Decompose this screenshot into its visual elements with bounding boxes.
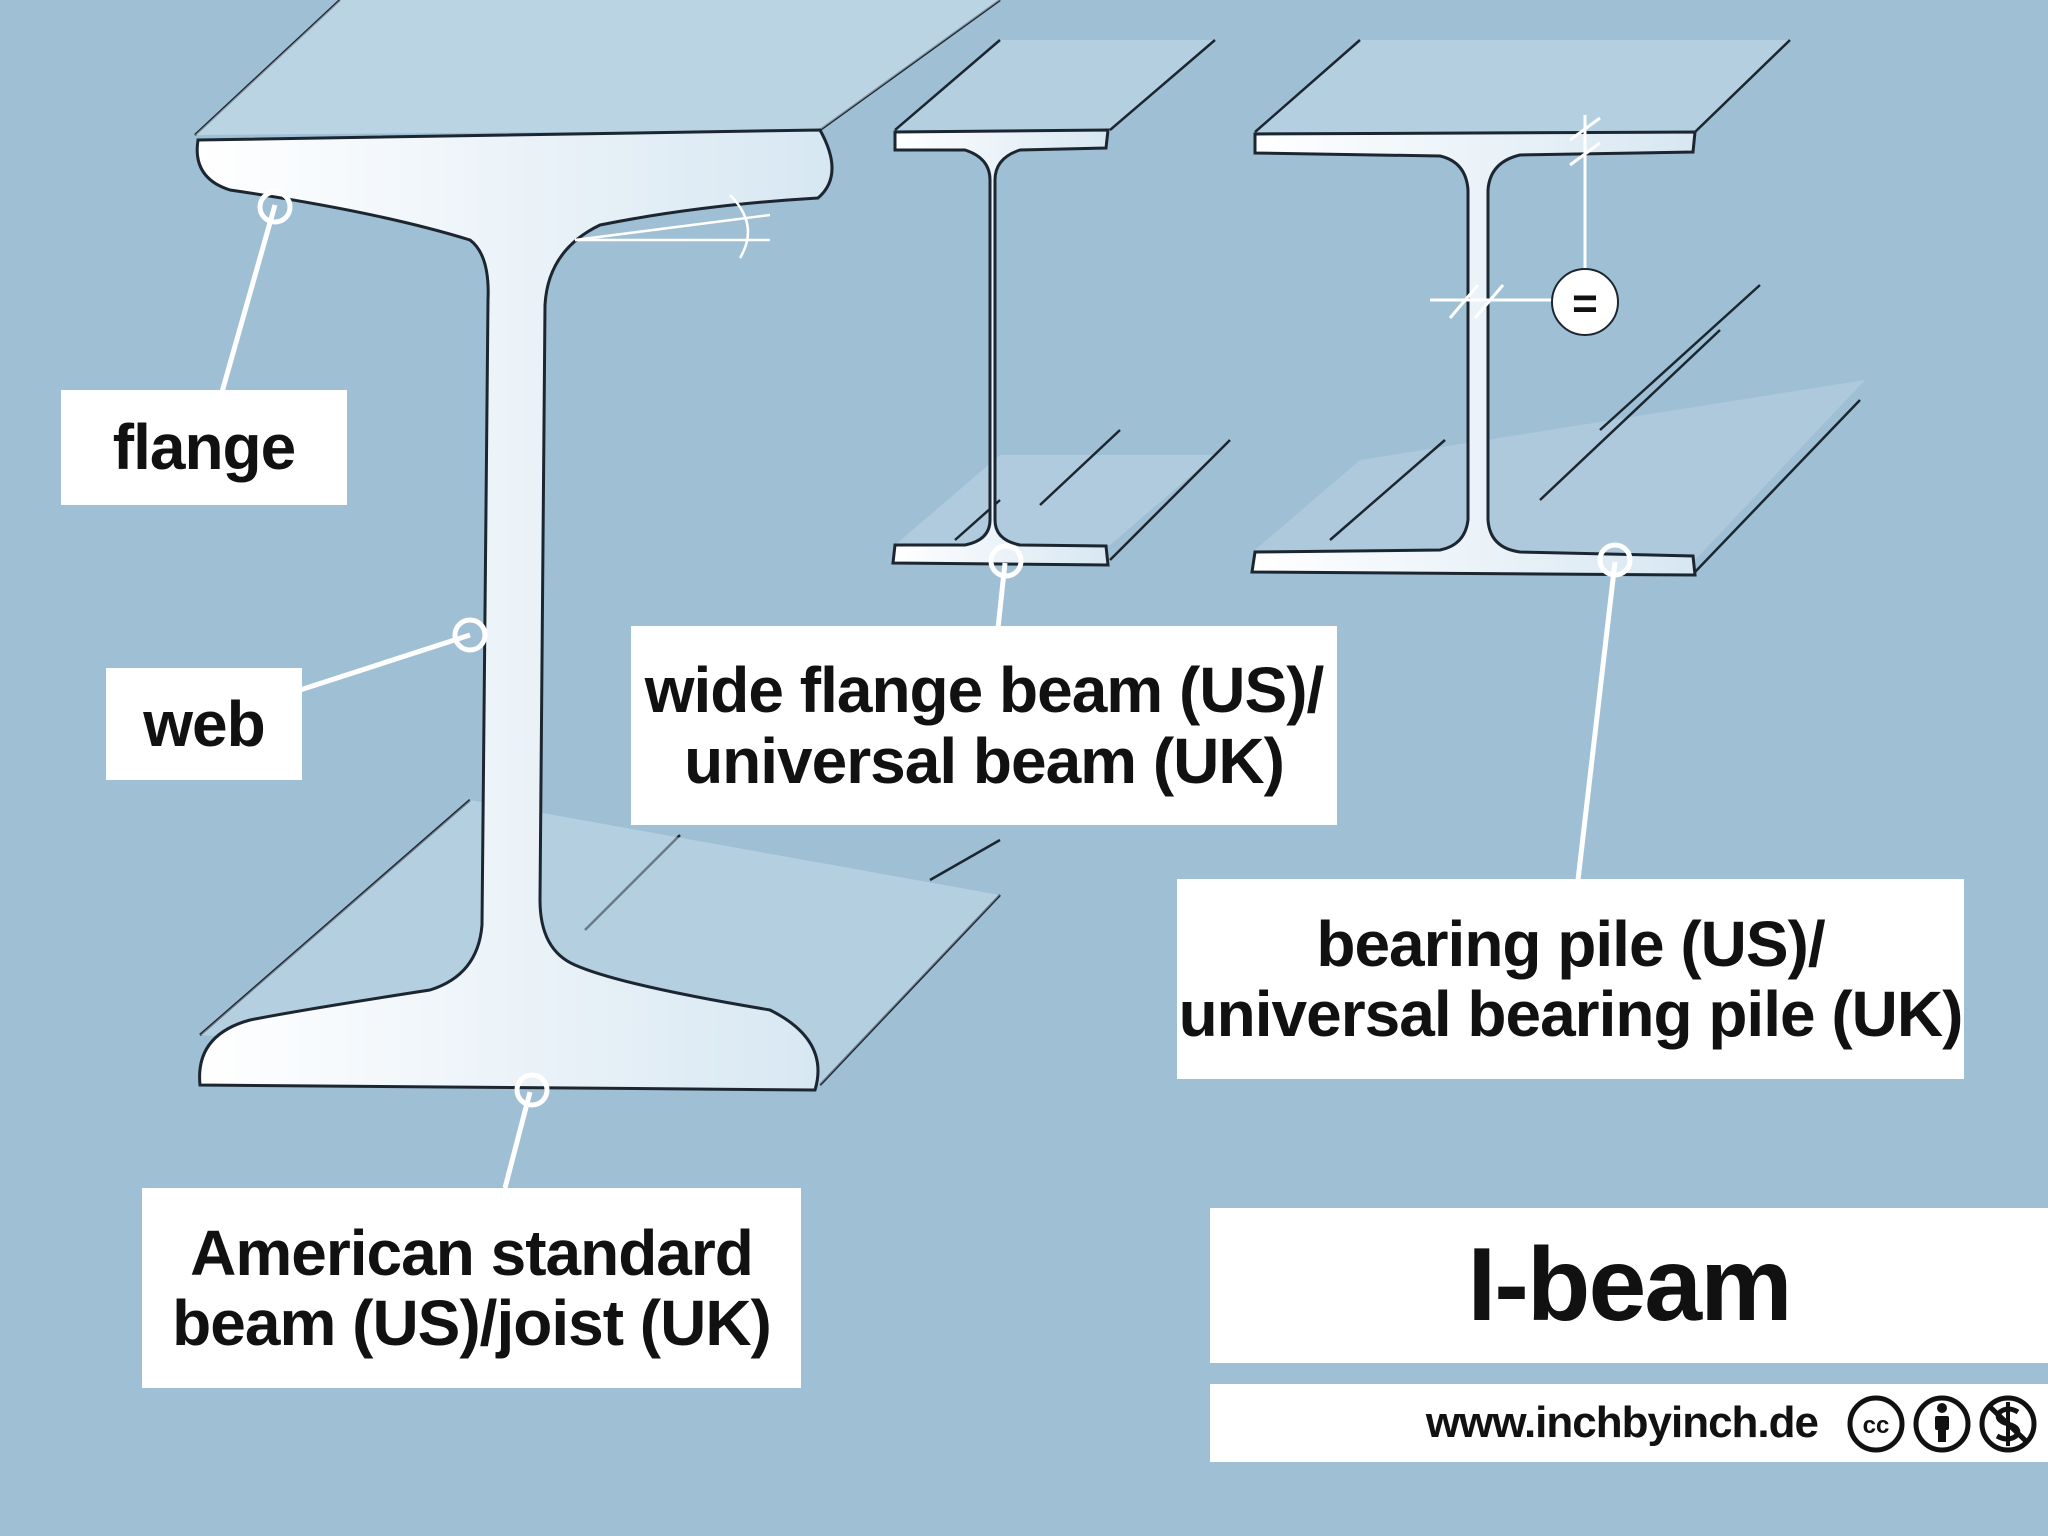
label-web: web [106,668,302,780]
label-bearing-line1: bearing pile (US)/ [1316,907,1825,980]
label-american-line1: American standard [190,1216,754,1289]
label-flange: flange [61,390,347,505]
label-web-text: web [143,687,265,760]
equal-symbol: = [1572,279,1598,328]
label-american-standard-beam: American standard beam (US)/joist (UK) [142,1188,801,1388]
leader-lines [219,204,1618,1189]
label-american-line2: beam (US)/joist (UK) [172,1287,772,1359]
web-marker [452,617,488,653]
equal-badge [1551,268,1619,336]
label-wide-line2: universal beam (UK) [684,724,1285,797]
noncommercial-icon [1979,1395,2037,1453]
american-beam-section [195,128,834,1092]
website-bar: www.inchbyinch.de [1210,1384,2048,1462]
website-link[interactable]: www.inchbyinch.de [1425,1397,1819,1447]
leader-circles [257,189,1633,1108]
label-wide-flange-beam: wide flange beam (US)/ universal beam (U… [631,626,1337,825]
bearing-pile-marker [1597,542,1633,578]
page-title-text: I-beam [1467,1227,1792,1344]
label-flange-text: flange [112,411,296,484]
wide-flange-marker [988,543,1024,579]
american-beam-marker [514,1072,550,1108]
license-icons: cc [1847,1395,2037,1453]
flange-taper-angle [574,194,771,259]
label-bearing-line2: universal bearing pile (UK) [1178,978,1964,1050]
attribution-icon [1913,1395,1971,1453]
american-beam-top-surface [195,0,1000,135]
bearing-pile [1250,39,1865,577]
wide-flange-beam [891,39,1231,567]
page-title: I-beam [1210,1208,2048,1363]
cc-text: cc [1863,1412,1890,1439]
cc-icon: cc [1847,1395,1905,1453]
flange-marker [257,189,293,225]
label-bearing-pile: bearing pile (US)/ universal bearing pil… [1177,879,1964,1079]
label-wide-line1: wide flange beam (US)/ [644,654,1325,727]
